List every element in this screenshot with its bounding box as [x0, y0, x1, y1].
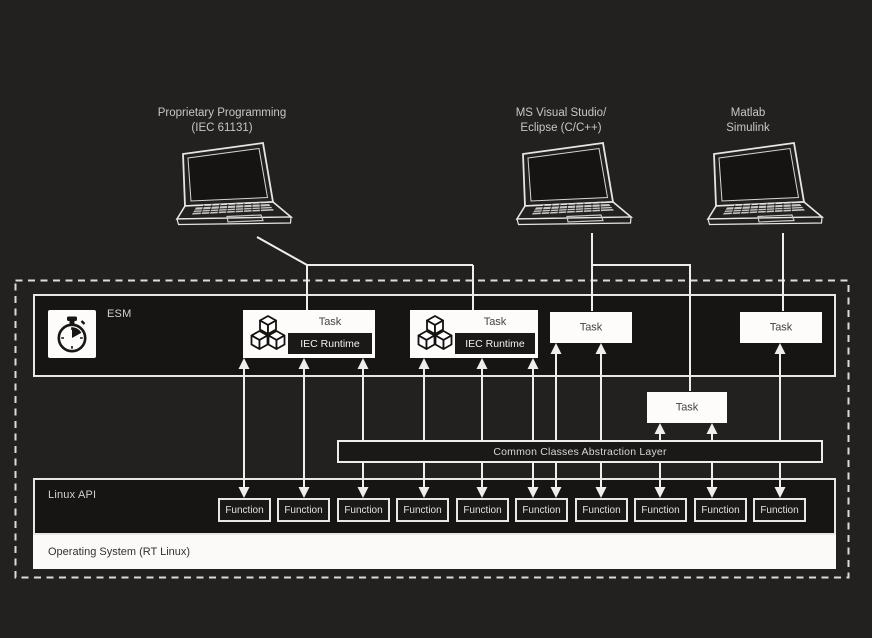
arrow-task2-fn4: [418, 358, 430, 498]
laptop2-to-middle-task-line: [592, 264, 691, 391]
laptop2-caption-line2: Eclipse (C/C++): [520, 122, 602, 134]
ccal-label: Common Classes Abstraction Layer: [493, 445, 667, 458]
laptop3-caption-line2: Simulink: [726, 122, 770, 134]
middle-task-label: Task: [675, 401, 699, 414]
task3-label: Task: [579, 321, 603, 334]
function-box-6: Function: [515, 498, 568, 522]
function-label: Function: [403, 504, 442, 516]
arrow-task1-fn2: [298, 358, 310, 498]
laptop1-caption: Proprietary Programming (IEC 61131): [112, 106, 332, 136]
esm-label: ESM: [107, 308, 132, 320]
task1-iec-runtime-label: IEC Runtime: [300, 337, 360, 350]
laptop1-branch-line: [256, 236, 473, 266]
laptop3-caption: Matlab Simulink: [638, 106, 858, 136]
cubes-icon: [417, 315, 453, 350]
esm-task4-box: Task: [740, 312, 822, 343]
laptop3-icon: [707, 142, 823, 226]
function-label: Function: [582, 504, 621, 516]
function-box-9: Function: [694, 498, 747, 522]
arrow-task3-fn6: [550, 343, 562, 498]
function-label: Function: [225, 504, 264, 516]
arrow-task1-fn1: [238, 358, 250, 498]
dashed-boundary: [14, 279, 850, 579]
function-label: Function: [522, 504, 561, 516]
function-box-10: Function: [753, 498, 806, 522]
laptop1-caption-line1: Proprietary Programming: [157, 107, 287, 119]
cubes-icon: [250, 315, 286, 350]
function-box-1: Function: [218, 498, 271, 522]
esm-scheduler-icon-box: [48, 310, 96, 358]
arrow-task2-fn6: [527, 358, 539, 498]
operating-system-label: Operating System (RT Linux): [48, 546, 191, 558]
esm-task2-box: Task IEC Runtime: [410, 310, 538, 358]
arrow-task1-fn3: [357, 358, 369, 498]
common-classes-abstraction-layer: Common Classes Abstraction Layer: [337, 440, 823, 463]
function-box-5: Function: [456, 498, 509, 522]
task2-iec-runtime-box: IEC Runtime: [455, 333, 535, 354]
function-box-8: Function: [634, 498, 687, 522]
function-box-7: Function: [575, 498, 628, 522]
arrow-task3-fn7: [595, 343, 607, 498]
laptop-connectors: [256, 233, 784, 391]
task2-iec-runtime-label: IEC Runtime: [465, 337, 525, 350]
task1-label: Task: [318, 316, 342, 328]
function-box-2: Function: [277, 498, 330, 522]
task1-iec-runtime-box: IEC Runtime: [288, 333, 372, 354]
stopwatch-icon: [57, 316, 87, 353]
laptop3-caption-line1: Matlab: [730, 107, 766, 119]
arrow-task2-fn5: [476, 358, 488, 498]
function-box-3: Function: [337, 498, 390, 522]
laptop2-icon: [516, 142, 632, 226]
operating-system-bar: [33, 535, 836, 569]
esm-task3-box: Task: [550, 312, 632, 343]
laptop2-caption: MS Visual Studio/ Eclipse (C/C++): [451, 106, 671, 136]
task-function-arrows: [238, 343, 786, 498]
function-label: Function: [641, 504, 680, 516]
laptop1-icon: [176, 142, 292, 226]
function-label: Function: [701, 504, 740, 516]
laptop1-caption-line2: (IEC 61131): [191, 122, 253, 134]
task2-label: Task: [483, 316, 507, 328]
function-box-4: Function: [396, 498, 449, 522]
function-label: Function: [284, 504, 323, 516]
arrow-task4-fn10: [774, 343, 786, 498]
function-label: Function: [760, 504, 799, 516]
function-label: Function: [463, 504, 502, 516]
function-label: Function: [344, 504, 383, 516]
task4-label: Task: [769, 321, 793, 334]
middle-task-box: Task: [647, 392, 727, 423]
laptop2-caption-line1: MS Visual Studio/: [515, 107, 607, 119]
esm-task1-box: Task IEC Runtime: [243, 310, 375, 358]
linux-api-label: Linux API: [48, 489, 97, 501]
